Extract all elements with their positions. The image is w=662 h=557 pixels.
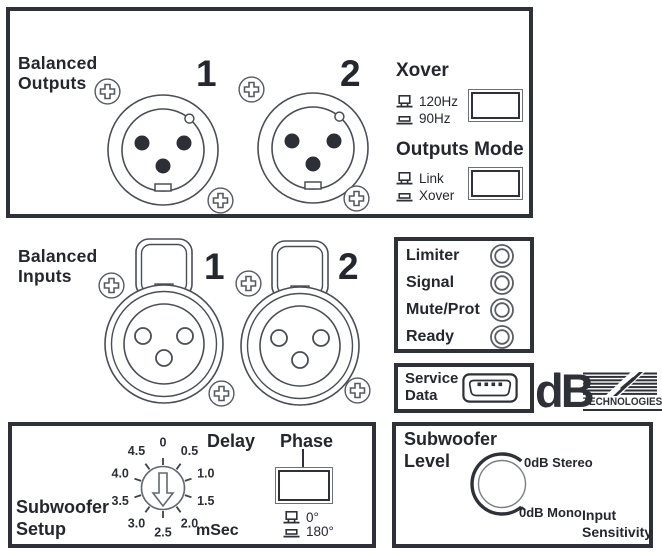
logo-technologies-text: TECHNOLOGIES [583,396,662,411]
delay-scale-3-5: 3.5 [112,494,129,508]
screw-icon [344,377,371,404]
switch-down-icon [283,529,300,538]
screw-icon [208,380,235,407]
delay-scale-2-0: 2.0 [181,517,198,531]
outputs-mode-button[interactable] [468,167,523,200]
led-label-limiter: Limiter [406,247,460,264]
led-status-section: Limiter Signal Mute/Prot Ready [394,237,534,353]
socket-hole [312,329,330,347]
phase-option-down: 180° [283,524,334,539]
arc-end-tick [520,506,526,511]
screw-icon [238,76,265,103]
xover-option-up: 120Hz [396,94,458,109]
delay-scale-1-5: 1.5 [197,494,214,508]
switch-up-icon [396,95,413,108]
signal-led-icon [490,271,514,295]
bottom-notch [154,183,172,192]
socket-hole [176,327,194,345]
level-mono-label: 0dB Mono [519,505,582,520]
level-knob[interactable] [465,447,539,521]
switch-down-icon [396,193,413,202]
level-scale-arc [470,452,523,516]
socket-hole [291,351,309,369]
delay-scale-3-0: 3.0 [128,517,145,531]
delay-title: Delay [207,431,256,451]
delay-scale-4-0: 4.0 [112,466,129,480]
mini-usb-port-icon[interactable] [462,373,518,403]
switch-up-icon [283,511,300,524]
delay-unit-label: mSec [196,522,239,539]
pin [155,158,171,174]
xlr-input-1 [104,238,224,404]
limiter-led-icon [490,244,514,268]
ready-led-icon [490,325,514,349]
xover-button[interactable] [468,89,523,122]
phase-button[interactable] [275,467,333,504]
xlr-output-1 [107,94,219,206]
outputs-mode-title: Outputs Mode [396,139,524,160]
delay-knob[interactable]: 0 0.5 1.0 1.5 2.0 2.5 3.0 3.5 4.0 4.5 [97,422,229,554]
xlr-input-2 [240,240,360,406]
input-1-number: 1 [204,246,225,287]
input-2-number: 2 [338,246,359,287]
socket-hole [270,329,288,347]
output-2-number: 2 [340,53,361,94]
xover-option-down: 90Hz [396,111,451,126]
led-label-ready: Ready [406,328,455,345]
pin [176,135,192,151]
phase-pointer-line [302,449,304,468]
mode-option-down: Xover [396,188,454,203]
delay-scale-2-5: 2.5 [154,525,171,539]
screw-icon [343,185,370,212]
xlr-output-2 [257,92,369,204]
delay-scale-0: 0 [160,435,167,449]
phase-option-up: 0° [283,510,319,525]
pin [284,133,300,149]
led-label-signal: Signal [406,274,455,291]
knob-pointer-arrow [151,472,175,508]
delay-scale-4-5: 4.5 [128,444,145,458]
switch-up-icon [396,172,413,185]
switch-down-icon [396,116,413,125]
screw-icon [94,78,121,105]
screw-icon [235,270,262,297]
keyway-notch [334,111,345,122]
keyway-notch [184,113,195,124]
pin [326,133,342,149]
pin [305,156,321,172]
delay-scale-1-0: 1.0 [197,466,214,480]
screw-icon [98,272,125,299]
socket-hole [134,327,152,345]
phase-title: Phase [280,431,334,451]
socket-hole [155,349,173,367]
led-label-mute-prot: Mute/Prot [406,301,480,318]
bottom-notch [304,181,322,190]
level-stereo-label: 0dB Stereo [524,455,593,470]
screw-icon [207,187,234,214]
mode-option-up: Link [396,171,444,186]
delay-scale-0-5: 0.5 [181,444,198,458]
xover-title: Xover [396,60,449,81]
mute-prot-led-icon [490,298,514,322]
pin [134,135,150,151]
logo-lines-icon [583,372,657,396]
output-1-number: 1 [196,53,217,94]
